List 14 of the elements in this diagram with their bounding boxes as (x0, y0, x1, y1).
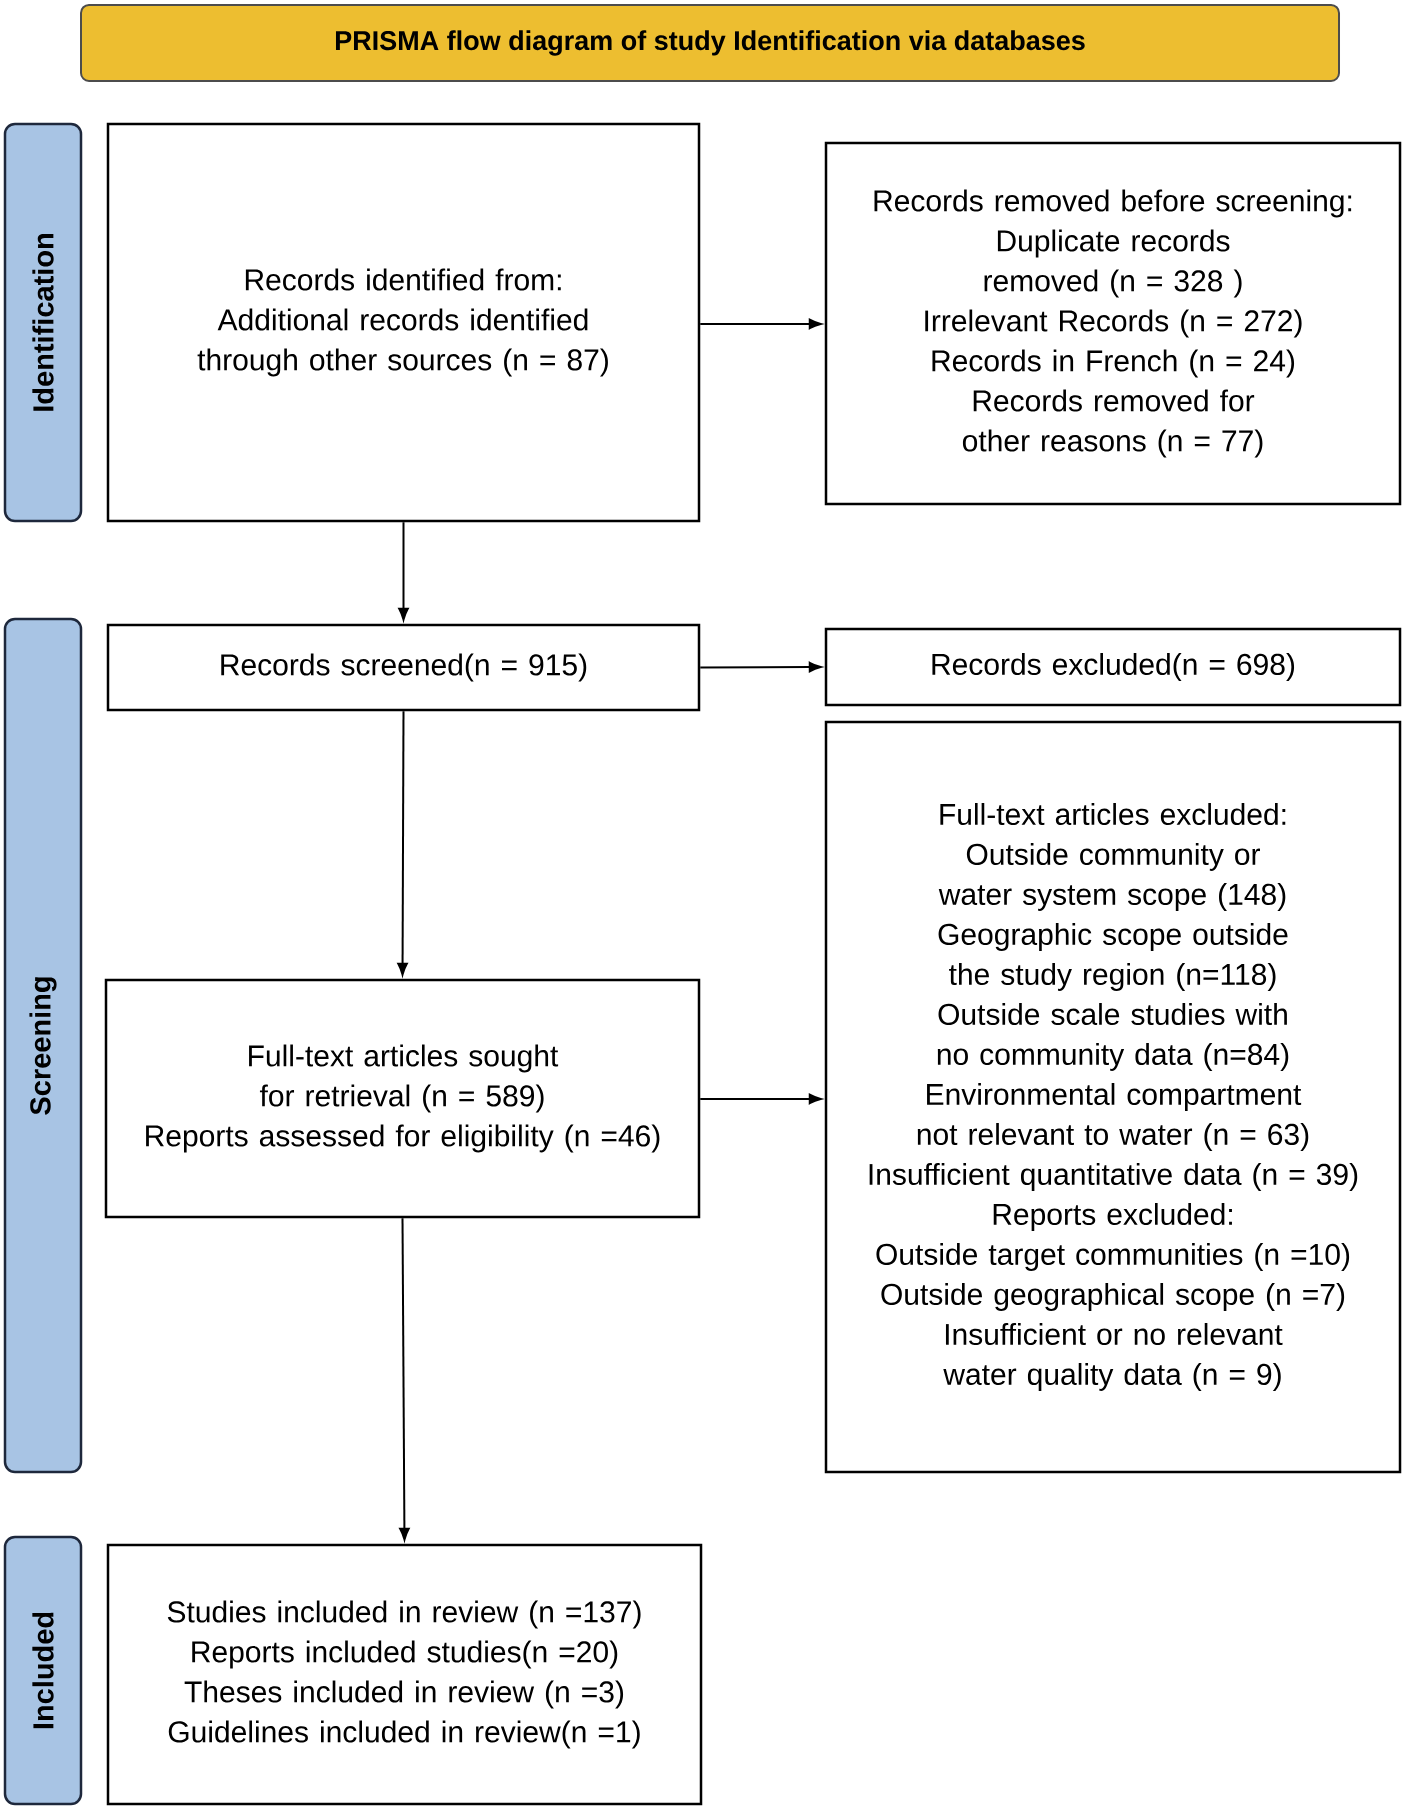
arrow (699, 661, 822, 673)
process-box: Studies included in review (n =137) Reports included studies(n =20) Theses included in review (n =3) Guidelines included in review(n =1) (106, 1543, 703, 1806)
process-box: Records screened(n = 915) (106, 623, 701, 712)
process-box: Full-text articles excluded: Outside community or water system scope (148) Geographic scope outside the study region (n=118) Outside scale studies with no community data (n=84) Environmental compartment not relevant to water (n = 63) Insufficient quantitative data (n = 39) Reports excluded: Outside target communities (n =10) Outside geographical scope (n =7) Insufficient or no relevant water quality data (n = 9) (824, 720, 1402, 1474)
process-box: Records removed before screening: Duplicate records removed (n = 328 ) Irrelevant Records (n = 272) Records in French (n = 24) Records removed for other reasons (n = 77) (824, 141, 1402, 506)
stage-band: Identification (3, 122, 83, 523)
process-box: Records identified from: Additional records identified through other sources (n = 87) (106, 122, 701, 523)
process-box: Full-text articles sought for retrieval (n = 589) Reports assessed for eligibility (n =46) (104, 978, 701, 1219)
arrow (699, 1093, 822, 1105)
arrow (699, 318, 822, 330)
stage-band: Screening (3, 617, 83, 1474)
process-box: Records excluded(n = 698) (824, 627, 1402, 707)
title-banner: PRISMA flow diagram of study Identification via databases (80, 4, 1340, 82)
stage-band: Included (3, 1535, 83, 1806)
